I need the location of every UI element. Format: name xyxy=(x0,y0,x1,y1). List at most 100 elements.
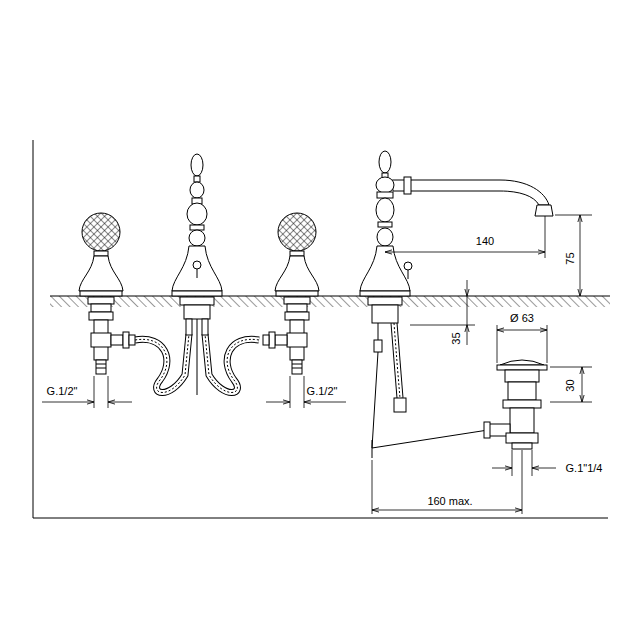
drawing-part xyxy=(394,398,406,412)
dimension-label: Ø 63 xyxy=(508,313,536,324)
drawing-part xyxy=(410,325,475,326)
drawing-part xyxy=(497,365,547,370)
frame-line xyxy=(33,140,608,518)
drawing-part xyxy=(379,151,391,173)
drawing-part xyxy=(532,450,533,476)
drawing-part xyxy=(197,319,198,395)
drawing-part xyxy=(503,400,541,408)
drawing-part xyxy=(368,297,402,305)
drawing-part xyxy=(467,280,468,296)
drawing-part xyxy=(374,340,382,352)
crystal-handle xyxy=(263,213,319,374)
drawing-part xyxy=(404,177,411,194)
drawing-part xyxy=(535,205,553,216)
drawing-part xyxy=(467,325,468,345)
drawing-part xyxy=(582,367,583,402)
drawing-part xyxy=(190,182,204,198)
drawing-part xyxy=(512,450,513,476)
drawing-part xyxy=(180,297,214,305)
dimension-label: 30 xyxy=(565,377,576,393)
drawing-part xyxy=(42,402,94,403)
drawing-part xyxy=(492,468,512,469)
drawing-part xyxy=(394,323,400,398)
drawing-part xyxy=(532,468,556,469)
drawing-part xyxy=(187,203,207,225)
drawing-part xyxy=(197,269,198,278)
drawing-part xyxy=(484,422,490,438)
drawing-part xyxy=(512,443,532,449)
spout-front xyxy=(172,154,222,395)
pop-up-drain xyxy=(484,360,547,449)
drawing-part xyxy=(404,262,412,270)
drawing-part xyxy=(172,291,222,296)
drawing-part xyxy=(360,246,410,291)
drawing-part xyxy=(377,228,393,246)
drawing-part xyxy=(205,334,259,393)
drawing-part xyxy=(377,192,393,198)
drawing-part xyxy=(108,376,109,408)
drawing-part xyxy=(385,252,545,253)
drawing-part xyxy=(172,246,222,291)
drawing-part xyxy=(497,325,498,363)
counter-line xyxy=(50,296,610,297)
drawing-part xyxy=(376,198,394,222)
drawing-part xyxy=(550,402,592,403)
dimension-label: 140 xyxy=(474,236,496,247)
spout-side xyxy=(360,151,553,458)
drawing-part xyxy=(94,376,95,408)
drawing-part xyxy=(394,323,400,398)
drawing-part xyxy=(205,334,259,393)
drawing-part xyxy=(135,334,189,393)
drawing-part xyxy=(108,402,132,403)
dimension-label: G.1/2" xyxy=(45,386,80,397)
drawing-part xyxy=(550,367,592,368)
drawing-part xyxy=(555,215,592,216)
drawing-part xyxy=(505,370,539,382)
drawing-part xyxy=(376,177,394,193)
drawing-part xyxy=(135,334,189,393)
dimension-label: 75 xyxy=(565,250,576,266)
dimension-lines xyxy=(42,215,592,514)
drawing-part xyxy=(580,215,581,296)
drawing-part xyxy=(191,154,203,176)
drawing-part xyxy=(510,408,534,433)
drawing-part xyxy=(408,270,409,279)
drawing-part xyxy=(135,334,189,393)
drawing-part xyxy=(372,305,398,323)
drawing-part xyxy=(372,460,373,514)
drawing-part xyxy=(360,291,410,296)
drawing-part xyxy=(372,440,373,458)
drawing-part xyxy=(190,225,204,230)
drawing-part xyxy=(394,323,400,398)
drawing-part xyxy=(189,230,205,246)
drawing-part xyxy=(205,334,259,393)
drawing-part xyxy=(372,510,522,511)
drawing-part xyxy=(202,319,208,335)
drawing-part xyxy=(304,402,346,403)
drawing-part xyxy=(547,325,548,363)
drawing-part xyxy=(194,176,200,182)
dimension-label: 160 max. xyxy=(425,496,474,507)
crystal-handle xyxy=(79,213,135,374)
drawing-part xyxy=(378,222,392,227)
drawing-part xyxy=(497,330,547,331)
counter-hatch xyxy=(50,296,610,307)
drawing-part xyxy=(266,402,290,403)
drawing-part xyxy=(522,450,523,514)
drawing-part xyxy=(372,352,378,448)
drawing-part xyxy=(290,376,291,408)
drawing-part xyxy=(508,382,536,400)
dimension-label: G.1"1/4 xyxy=(564,463,605,474)
dimension-label: G.1/2" xyxy=(305,386,340,397)
drawing-part xyxy=(506,433,538,443)
drawing-part xyxy=(372,430,488,448)
drawing-part xyxy=(500,360,544,365)
drawing-part xyxy=(193,261,201,269)
dimension-label: 35 xyxy=(451,330,462,346)
braided-hose xyxy=(135,323,400,398)
drawing-part xyxy=(378,323,379,340)
drawing-part xyxy=(392,180,549,205)
drawing-part xyxy=(186,319,192,335)
